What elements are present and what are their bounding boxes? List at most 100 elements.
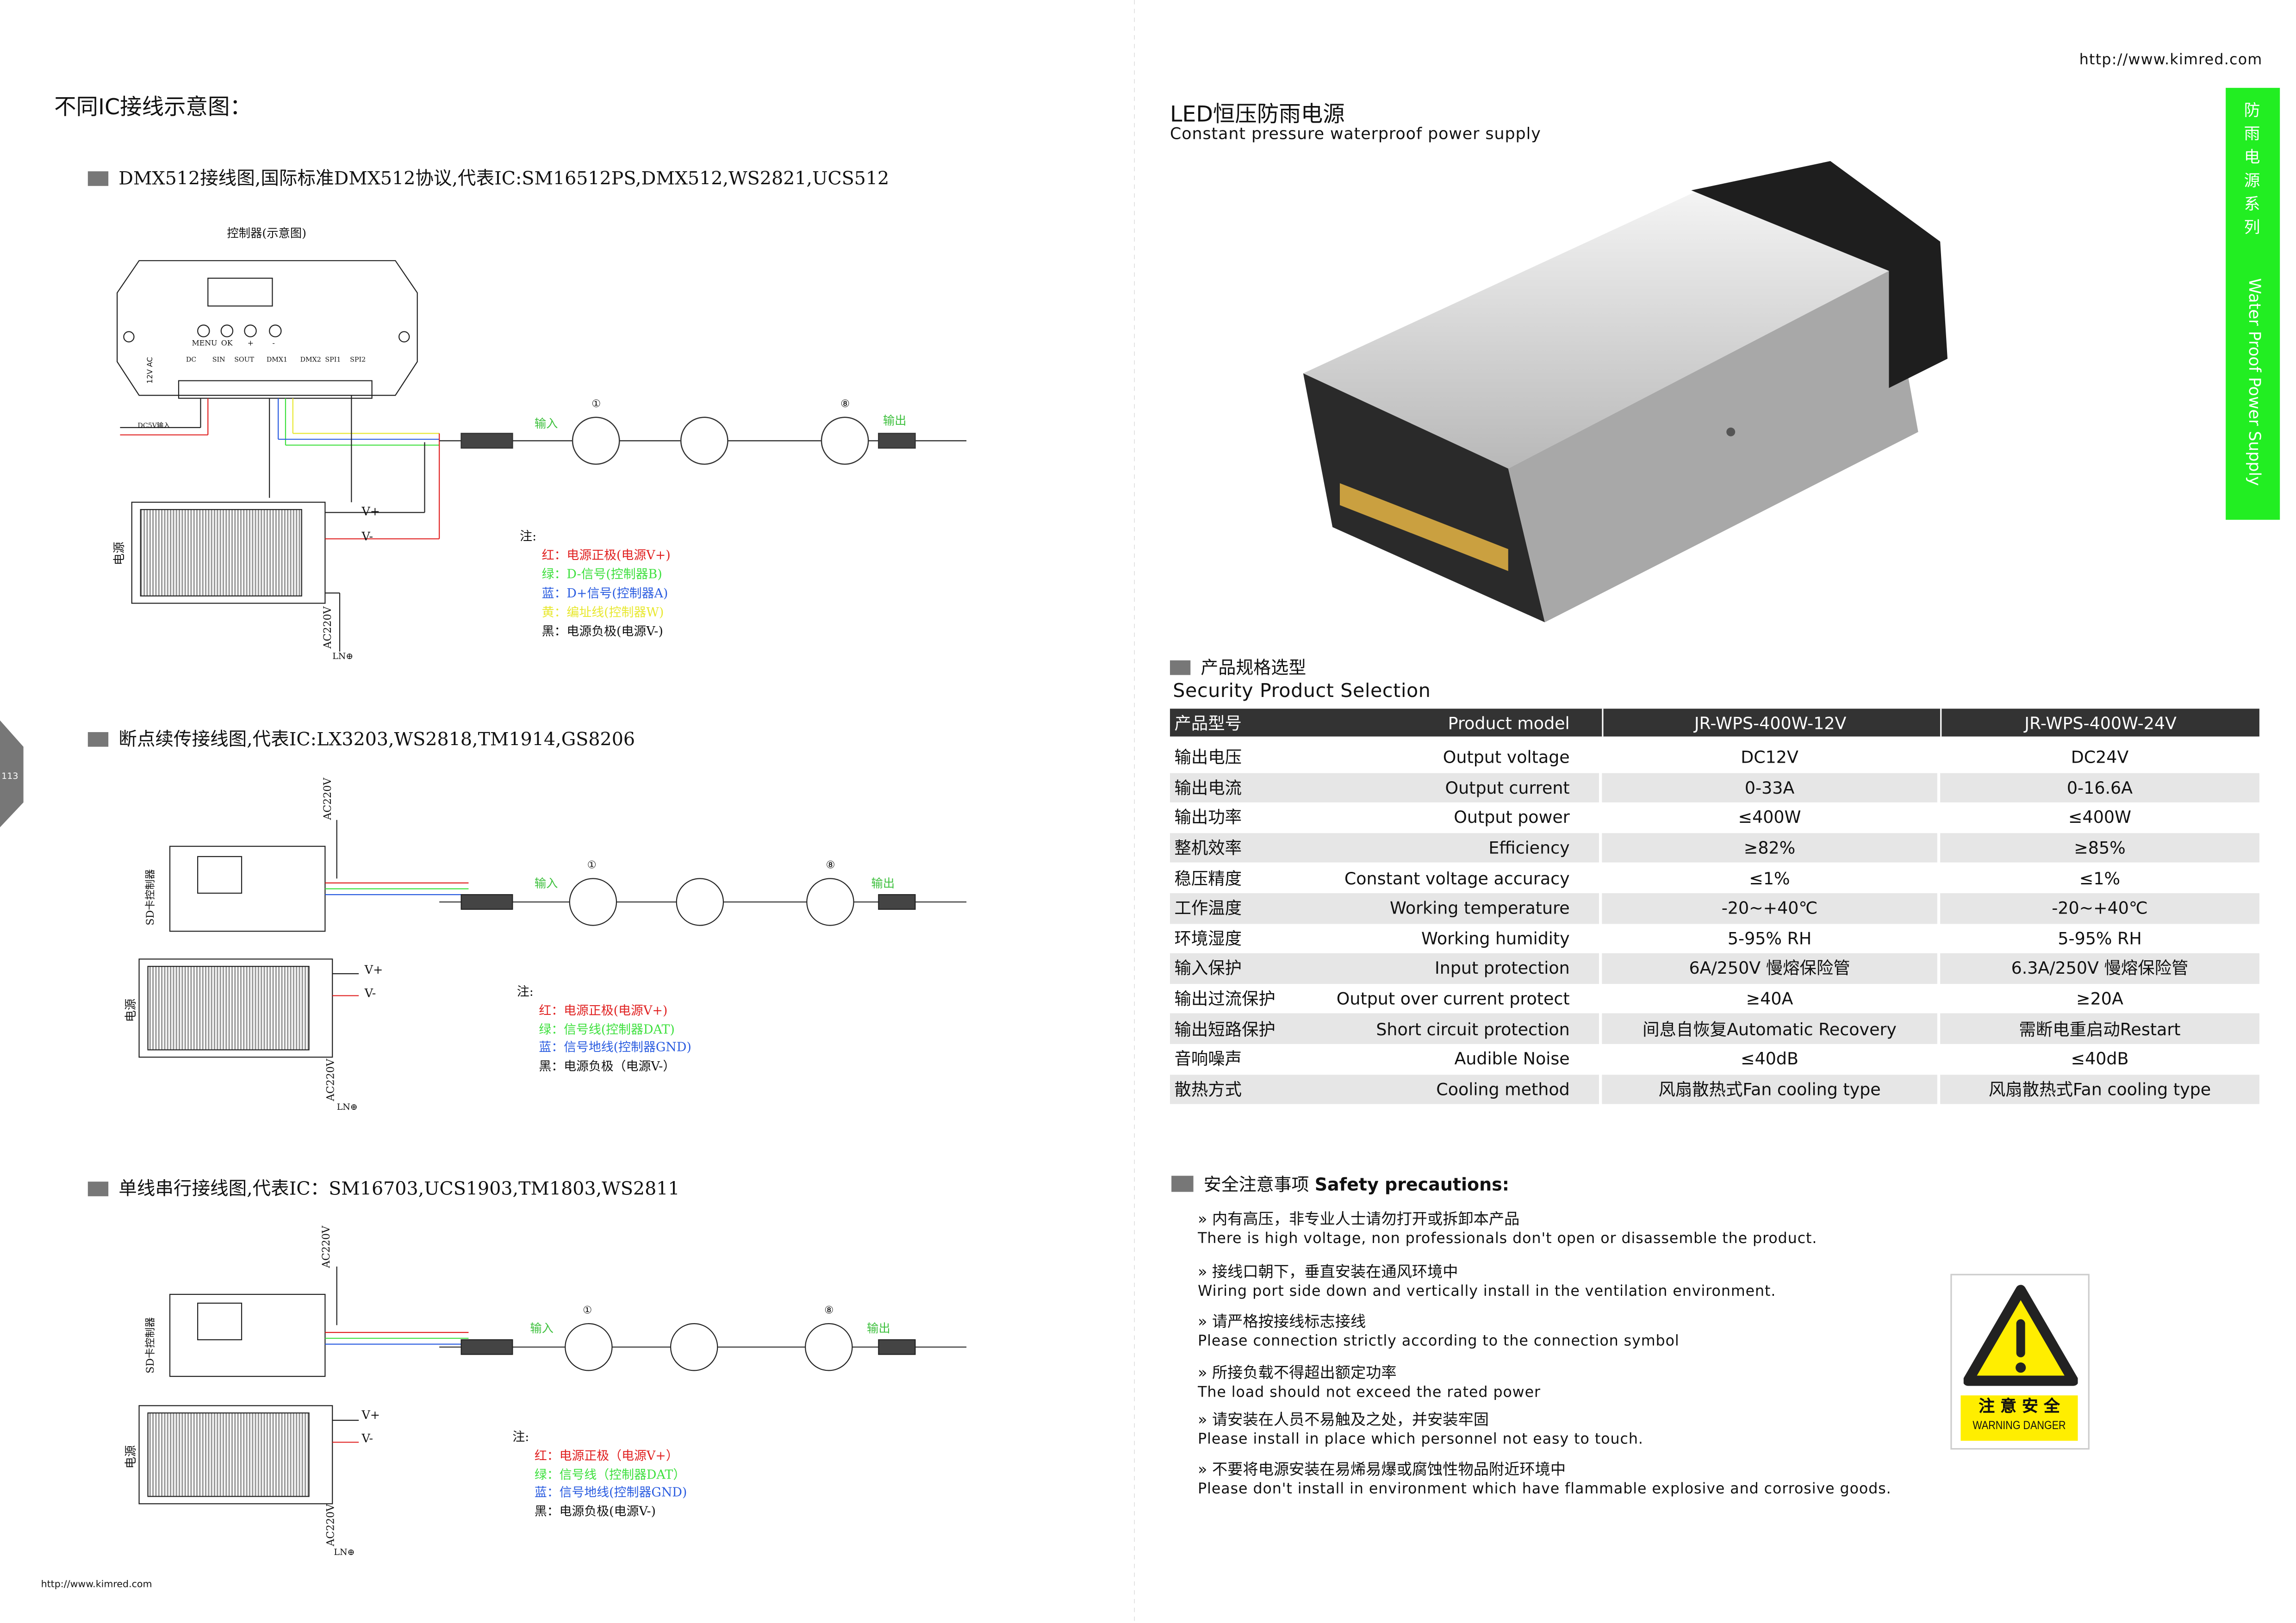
- controller-drawing-2: [138, 820, 967, 1058]
- cell-12v: -20~+40℃: [1602, 893, 1937, 924]
- port-label: SOUT: [234, 357, 255, 365]
- cell-12v: ≥40A: [1746, 988, 1793, 1009]
- psu-label: 电源: [124, 998, 138, 1022]
- safety-item-en: Please don't install in environment whic…: [1198, 1481, 1892, 1498]
- port-label: DC: [186, 357, 197, 365]
- spec-heading: 产品规格选型: [1170, 654, 1306, 679]
- row-label-cn: 输出短路保护: [1174, 1018, 1276, 1039]
- row-label-en: Output voltage: [1443, 747, 1570, 768]
- safety-item-cn: » 不要将电源安装在易烯易爆或腐蚀性物品附近环境中: [1198, 1461, 1566, 1479]
- cell-12v: 5-95% RH: [1727, 928, 1812, 949]
- side-label: 12V AC: [146, 357, 156, 384]
- header-url[interactable]: http://www.kimred.com: [2079, 52, 2263, 69]
- ln-label: LN⊕: [332, 651, 354, 662]
- warning-sign: 注 意 安 全 WARNING DANGER: [1950, 1274, 2090, 1450]
- cell-12v: ≤40dB: [1741, 1049, 1799, 1070]
- notes-1: 注: 红：电源正极(电源V+)绿：D-信号(控制器B)蓝：D+信号(控制器A)黄…: [520, 529, 671, 643]
- output-label: 输出: [883, 414, 907, 428]
- pixel-chain-1: [439, 417, 967, 465]
- row-label-en: Constant voltage accuracy: [1344, 868, 1570, 889]
- sd-controller-label: SD卡控制器: [145, 1317, 157, 1374]
- note-line: 黑：电源负极（电源V-）: [539, 1059, 676, 1074]
- dc-input-label: DC5V输入: [137, 423, 170, 431]
- cell-12v: ≥82%: [1602, 833, 1937, 863]
- ln-label: LN⊕: [334, 1548, 355, 1558]
- row-label-cn: 输出过流保护: [1174, 988, 1276, 1009]
- safety-heading-en: Safety precautions:: [1314, 1174, 1509, 1195]
- left-page-title: 不同IC接线示意图：: [54, 93, 252, 120]
- safety-heading: 安全注意事项 Safety precautions:: [1171, 1171, 1509, 1196]
- ac-label: AC220V: [322, 606, 334, 649]
- vminus-label: V-: [364, 987, 376, 1000]
- spec-heading-cn: 产品规格选型: [1201, 657, 1307, 678]
- controller-drawing: [117, 260, 440, 498]
- row-label-cn: 环境湿度: [1174, 928, 1242, 949]
- controller-label: 控制器(示意图): [227, 227, 307, 240]
- section-heading-single-wire: 单线串行接线图,代表IC：SM16703,UCS1903,TM1803,WS28…: [87, 1173, 680, 1200]
- port-label: SPI2: [350, 357, 366, 365]
- wiring-diagrams: [0, 0, 1135, 1623]
- output-label: 输出: [867, 1322, 890, 1336]
- row-label-cn: 稳压精度: [1174, 868, 1242, 889]
- safety-item-cn: » 请安装在人员不易触及之处，并安装牢固: [1198, 1411, 1489, 1429]
- row-label-en: Audible Noise: [1454, 1049, 1570, 1070]
- row-label-en: Output current: [1445, 777, 1570, 798]
- sign-cn: 注 意 安 全: [1979, 1397, 2060, 1416]
- safety-item: » 不要将电源安装在易烯易爆或腐蚀性物品附近环境中 Please don't in…: [1198, 1460, 1892, 1501]
- warning-triangle-icon: [1963, 1285, 2078, 1386]
- cell-24v: 5-95% RH: [2058, 928, 2142, 949]
- input-label: 输入: [534, 877, 558, 890]
- heading-text: 断点续传接线图,代表IC:LX3203,WS2818,TM1914,GS8206: [118, 728, 635, 750]
- row-label-en: Efficiency: [1488, 837, 1570, 858]
- safety-item-cn: » 所接负载不得超出额定功率: [1198, 1364, 1397, 1382]
- safety-item-en: Please install in place which personnel …: [1198, 1432, 1643, 1449]
- vplus-label: V+: [364, 963, 383, 977]
- ac-label: AC220V: [325, 1059, 337, 1101]
- note-line: 蓝：信号地线(控制器GND): [534, 1486, 687, 1501]
- note-line: 绿：信号线（控制器DAT）: [534, 1468, 686, 1483]
- safety-item-cn: » 接线口朝下，垂直安装在通风环境中: [1198, 1263, 1458, 1281]
- button-menu-label: MENU: [192, 340, 218, 349]
- psu-drawing-1: [131, 395, 440, 652]
- row-label-en: Output power: [1454, 807, 1570, 828]
- cell-12v: ≤400W: [1738, 807, 1801, 828]
- note-line: 绿：信号线(控制器DAT): [539, 1022, 675, 1038]
- psu-label: 电源: [112, 541, 126, 566]
- sign-en: WARNING DANGER: [1972, 1418, 2066, 1432]
- heading-text: 单线串行接线图,代表IC：SM16703,UCS1903,TM1803,WS28…: [118, 1177, 680, 1200]
- cell-24v: ≥85%: [1940, 833, 2259, 863]
- pixel-first-label: ①: [583, 1305, 592, 1317]
- product-subtitle: Constant pressure waterproof power suppl…: [1170, 124, 1541, 144]
- input-label: 输入: [534, 417, 558, 431]
- row-label-en: Working humidity: [1421, 928, 1570, 949]
- safety-item: » 请安装在人员不易触及之处，并安装牢固 Please install in pl…: [1198, 1410, 1643, 1451]
- sd-controller-label: SD卡控制器: [145, 869, 157, 926]
- cell-24v: 风扇散热式Fan cooling type: [1940, 1074, 2259, 1104]
- port-label: SPI1: [325, 357, 341, 365]
- ac-label: AC220V: [320, 1225, 333, 1268]
- footer-url[interactable]: http://www.kimred.com: [41, 1578, 152, 1590]
- vminus-label: V-: [361, 1432, 373, 1445]
- row-label-cn: 整机效率: [1174, 837, 1242, 858]
- vplus-label: V+: [361, 1408, 380, 1422]
- notes-3: 注: 红：电源正极（电源V+）绿：信号线（控制器DAT）蓝：信号地线(控制器GN…: [512, 1429, 687, 1521]
- section-heading-dmx512: DMX512接线图,国际标准DMX512协议,代表IC:SM16512PS,DM…: [87, 162, 889, 190]
- product-title: LED恒压防雨电源: [1170, 101, 1345, 128]
- row-label-cn: 散热方式: [1174, 1079, 1242, 1100]
- safety-heading-cn: 安全注意事项: [1203, 1174, 1309, 1195]
- pixel-last-label: ⑧: [840, 398, 850, 410]
- header-model-12v: JR-WPS-400W-12V: [1602, 709, 1937, 737]
- psu-label: 电源: [124, 1445, 138, 1469]
- port-label: DMX2: [300, 357, 321, 365]
- cell-24v: ≤1%: [2079, 868, 2121, 889]
